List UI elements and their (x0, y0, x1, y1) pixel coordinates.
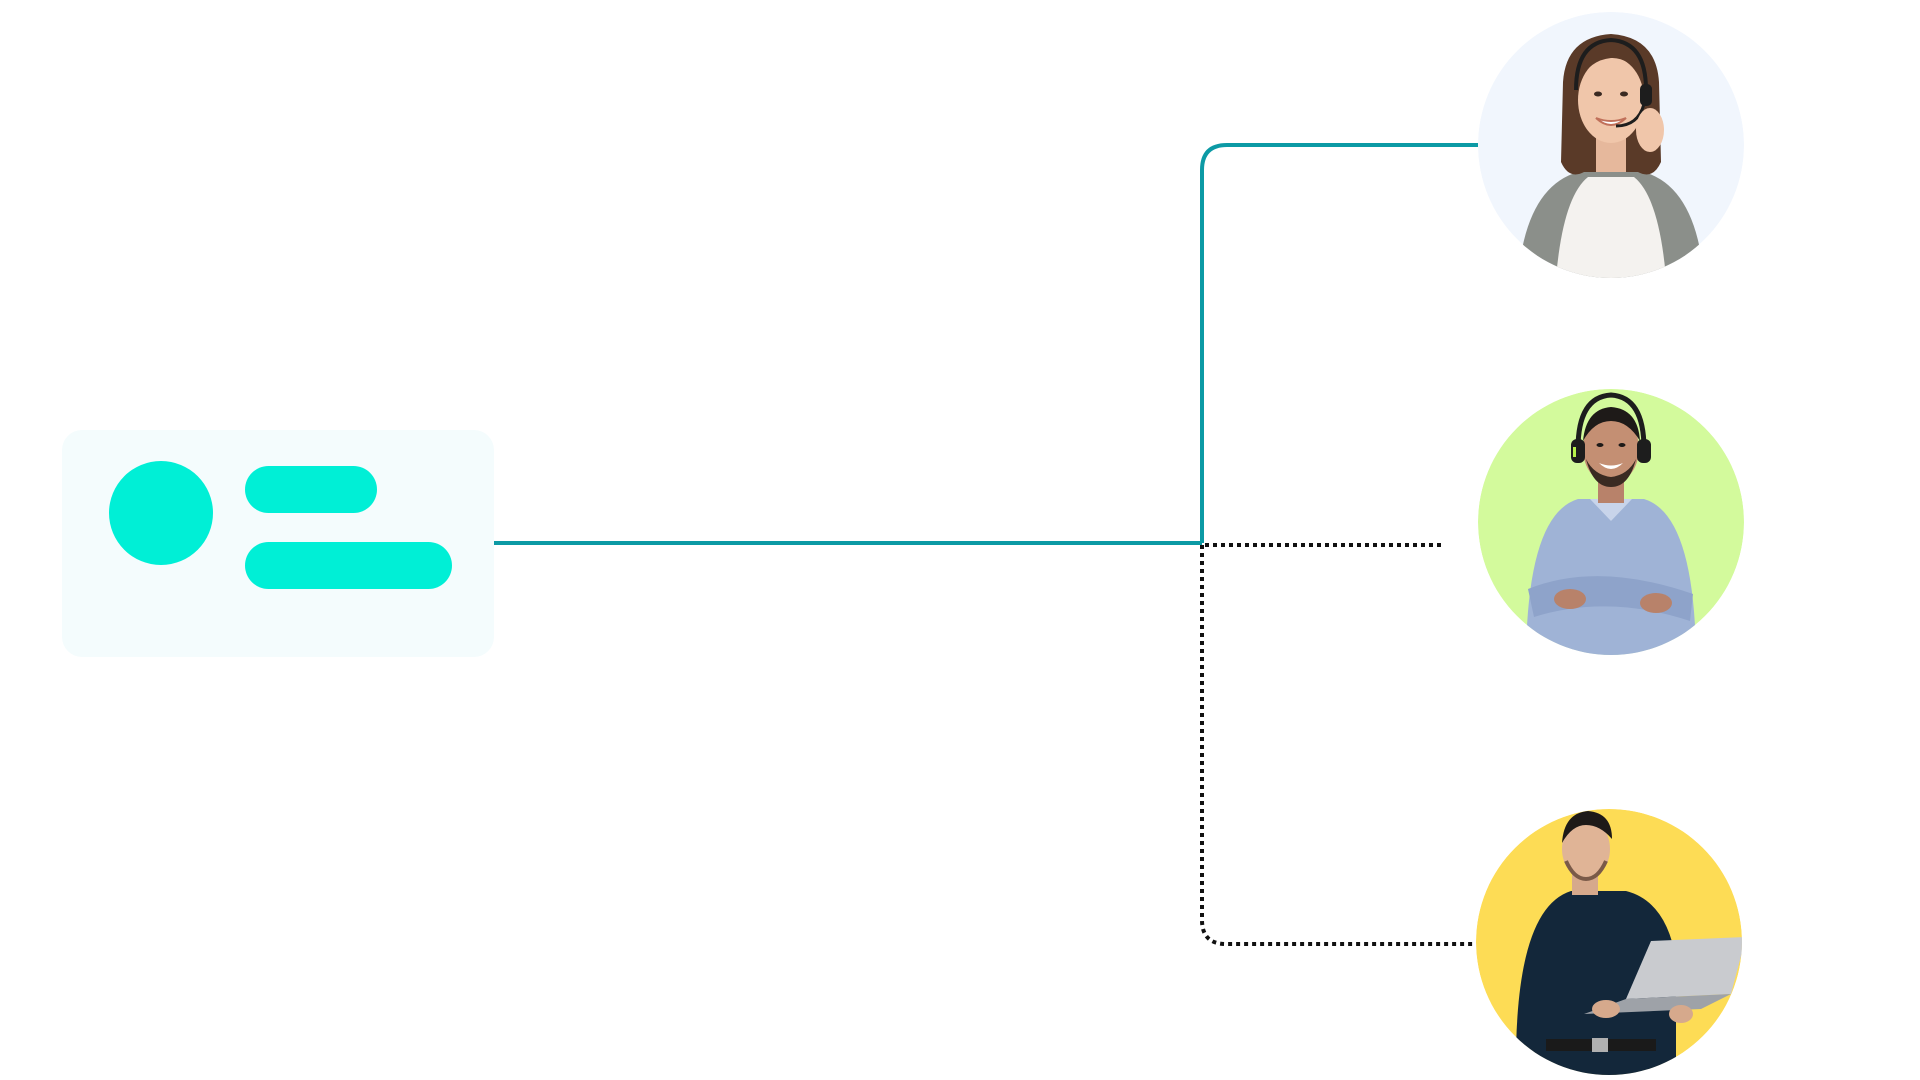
agent-headphones-man-icon (1478, 389, 1744, 655)
source-card (62, 430, 494, 657)
connector-solid-to-top-agent (1200, 143, 1478, 543)
agent-avatar-middle (1478, 389, 1744, 655)
card-subtitle-bar (245, 542, 452, 589)
agent-avatar-bottom (1476, 809, 1742, 1075)
agent-laptop-man-icon (1476, 809, 1742, 1075)
card-title-bar (245, 466, 377, 513)
connector-dotted-to-bottom-agent (1200, 545, 1476, 946)
agent-avatar-top (1478, 12, 1744, 278)
agent-headset-woman-icon (1478, 12, 1744, 278)
card-avatar-dot (109, 461, 213, 565)
